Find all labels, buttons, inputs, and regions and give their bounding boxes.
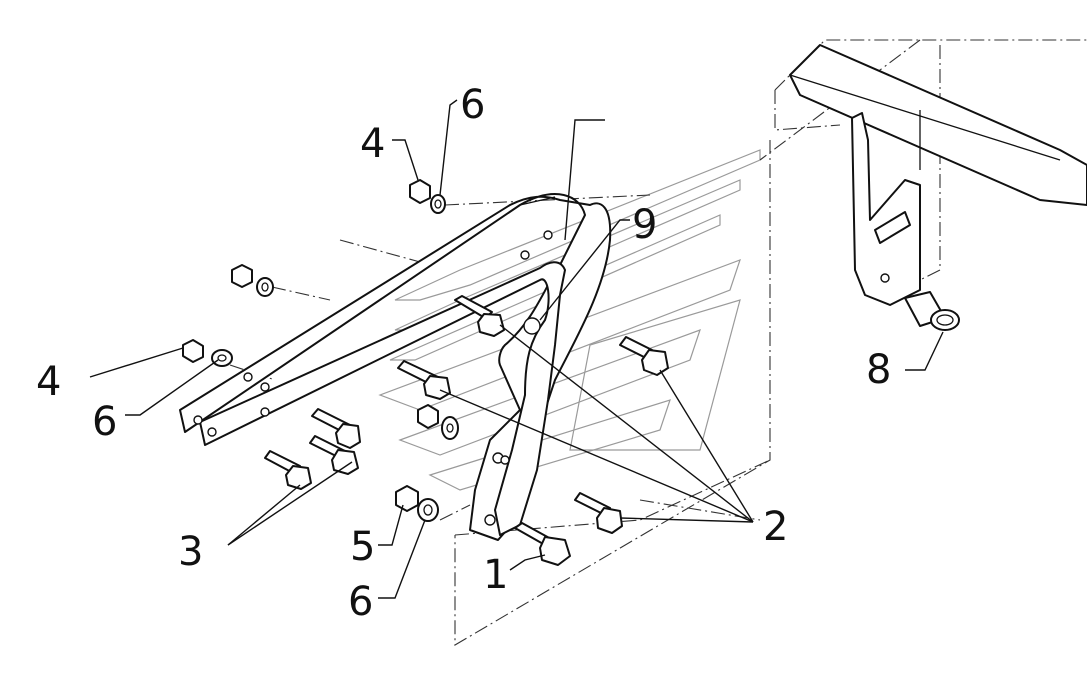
callout-5: 5 — [350, 524, 375, 570]
callout-3: 3 — [178, 529, 203, 575]
rear-bracket-plate — [851, 112, 921, 306]
nuts-and-washers — [182, 179, 459, 522]
callout-6-bottom: 6 — [348, 579, 373, 625]
callout-2: 2 — [763, 504, 788, 550]
callout-4-left: 4 — [36, 359, 61, 405]
frame-channel — [789, 44, 1087, 206]
callout-8: 8 — [866, 347, 891, 393]
leader-lines — [89, 99, 944, 599]
callout-4-top: 4 — [360, 121, 385, 167]
callout-6-left: 6 — [92, 399, 117, 445]
bolt-group — [264, 295, 669, 566]
callout-6-top: 6 — [460, 82, 485, 128]
callout-1: 1 — [483, 552, 508, 598]
main-arm — [179, 193, 612, 541]
callout-labels: 4 6 4 6 9 3 5 6 1 2 8 — [36, 82, 891, 625]
spacer-bushing — [904, 291, 960, 331]
callout-9: 9 — [632, 202, 657, 248]
